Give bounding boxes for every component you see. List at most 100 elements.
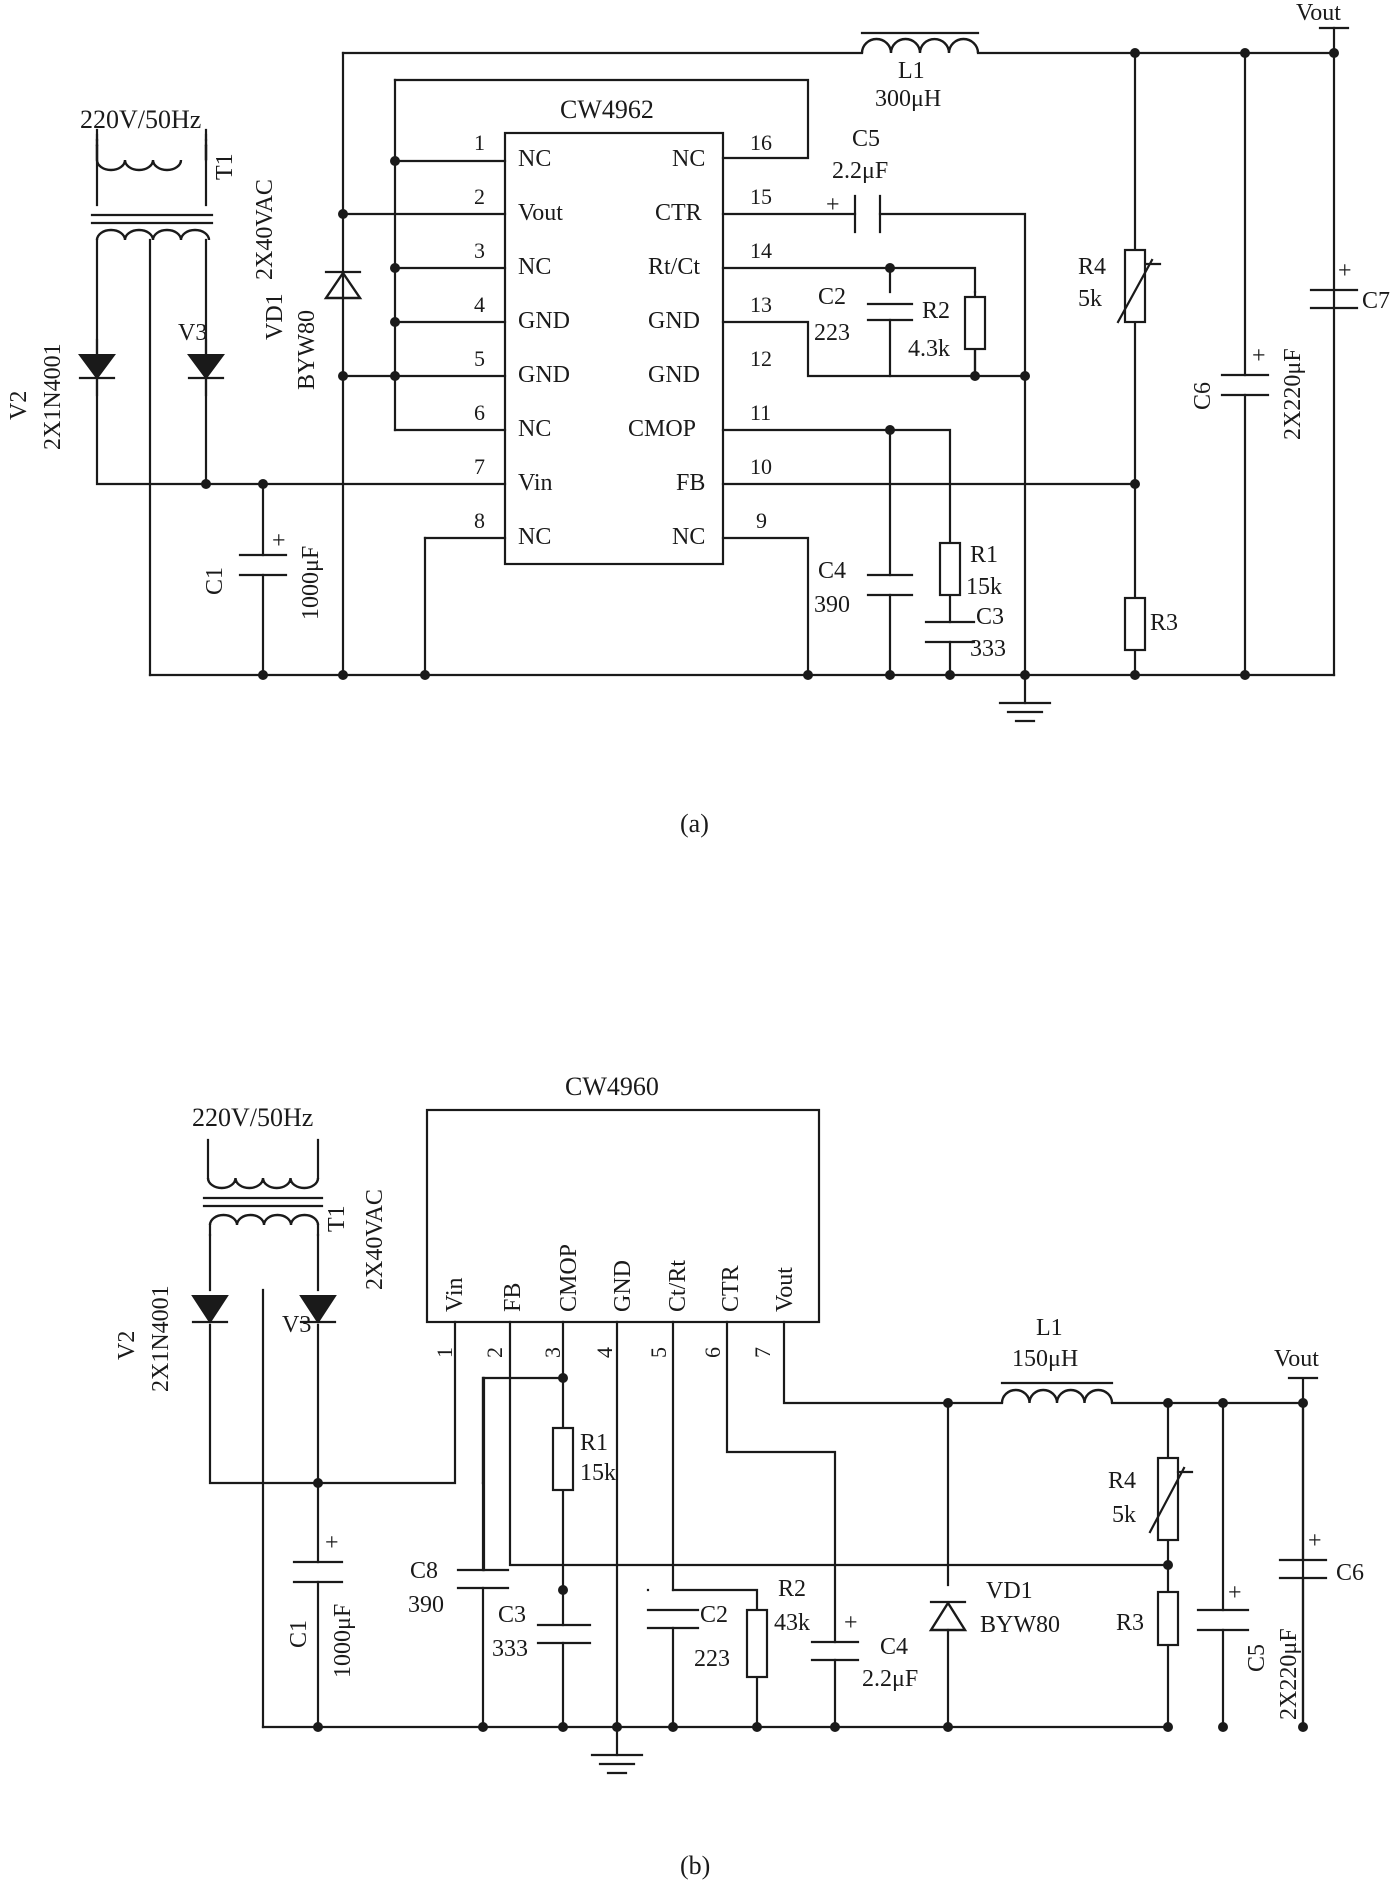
capacitor-c1-a bbox=[238, 553, 288, 577]
transformer-t1-a bbox=[90, 128, 214, 241]
schematic-b: CW4960 Vin FB CMOP GND Ct/Rt CTR Vout 1 … bbox=[114, 1072, 1364, 1880]
c7-label-a: C7 bbox=[1362, 288, 1390, 314]
c7-plus-a: + bbox=[1338, 258, 1352, 284]
capacitor-c3-b bbox=[536, 1623, 592, 1645]
c6-label-a: C6 bbox=[1190, 382, 1216, 410]
pin-b-7-num: 7 bbox=[750, 1347, 775, 1358]
ic-b-label: CW4960 bbox=[565, 1072, 659, 1101]
pin-b-1-num: 1 bbox=[432, 1347, 457, 1358]
c6-plus-b: + bbox=[1308, 1528, 1322, 1554]
vout-label-a: Vout bbox=[1296, 0, 1341, 26]
capacitor-c1-b bbox=[292, 1560, 344, 1584]
v3-label-b: V3 bbox=[282, 1312, 311, 1338]
l1-label-a: L1 bbox=[898, 58, 925, 84]
c3-value-b: 333 bbox=[492, 1636, 528, 1662]
l1-value-a: 300μH bbox=[875, 86, 941, 112]
c2-value-b: 223 bbox=[694, 1646, 730, 1672]
c6-value-a: 2X220μF bbox=[1280, 348, 1306, 440]
capacitor-c2-b bbox=[646, 1588, 700, 1630]
resistor-r1-a bbox=[938, 541, 962, 597]
pin-a-4-name: GND bbox=[518, 308, 570, 334]
pin-a-3-num: 3 bbox=[474, 238, 485, 263]
junctions-b bbox=[313, 1373, 1308, 1732]
pin-b-6-num: 6 bbox=[700, 1347, 725, 1358]
caption-a: (a) bbox=[680, 809, 709, 838]
r2-label-b: R2 bbox=[778, 1576, 806, 1602]
ic-cw4962 bbox=[503, 131, 725, 566]
capacitor-c3-a bbox=[924, 620, 976, 644]
vd1-value-b: BYW80 bbox=[980, 1612, 1060, 1638]
pin-a-14-name: Rt/Ct bbox=[648, 254, 700, 280]
v2-label-a: V2 bbox=[6, 391, 32, 420]
pin-a-5-name: GND bbox=[518, 362, 570, 388]
pin-b-5-num: 5 bbox=[646, 1347, 671, 1358]
pin-a-10-num: 10 bbox=[750, 454, 772, 479]
pin-a-12-num: 12 bbox=[750, 346, 772, 371]
r1-value-a: 15k bbox=[966, 574, 1002, 600]
c3-value-a: 333 bbox=[970, 636, 1006, 662]
t1-value-b: 2X40VAC bbox=[362, 1189, 388, 1290]
pin-a-3-name: NC bbox=[518, 254, 551, 280]
c4-value-b: 2.2μF bbox=[862, 1666, 918, 1692]
diode-vd1-a bbox=[323, 270, 363, 300]
l1-value-b: 150μH bbox=[1012, 1346, 1078, 1372]
c4-label-b: C4 bbox=[880, 1634, 908, 1660]
potentiometer-r4-a bbox=[1116, 248, 1162, 324]
l1-label-b: L1 bbox=[1036, 1315, 1063, 1341]
pin-b-3-name: CMOP bbox=[556, 1244, 582, 1312]
pin-a-6-num: 6 bbox=[474, 400, 485, 425]
vd1-label-a: VD1 bbox=[262, 293, 288, 340]
pin-a-8-num: 8 bbox=[474, 508, 485, 533]
diode-v3-a bbox=[187, 338, 225, 397]
vout-label-b: Vout bbox=[1274, 1346, 1319, 1372]
c2-value-a: 223 bbox=[814, 320, 850, 346]
v2-label-b: V2 bbox=[114, 1331, 140, 1360]
pin-a-10-name: FB bbox=[676, 470, 705, 496]
vd1-value-a: BYW80 bbox=[294, 310, 320, 390]
pin-b-2-num: 2 bbox=[482, 1347, 507, 1358]
pin-a-1-num: 1 bbox=[474, 130, 485, 155]
t1-label-b: T1 bbox=[324, 1205, 350, 1232]
pin-a-13-num: 13 bbox=[750, 292, 772, 317]
c1-label-b: C1 bbox=[286, 1620, 312, 1648]
wires-b bbox=[208, 1233, 1305, 1757]
resistor-r2-b bbox=[745, 1608, 769, 1679]
pin-a-8-name: NC bbox=[518, 524, 551, 550]
c5-plus-a: + bbox=[826, 192, 840, 218]
r1-label-b: R1 bbox=[580, 1430, 608, 1456]
c5-value-b: 2X220μF bbox=[1276, 1628, 1302, 1720]
pin-b-3-num: 3 bbox=[540, 1347, 565, 1358]
ic-a-right-pins: NC CTR Rt/Ct GND GND CMOP FB NC 16 15 14… bbox=[628, 130, 772, 550]
c3-label-a: C3 bbox=[976, 604, 1004, 630]
pin-a-9-name: NC bbox=[672, 524, 705, 550]
c1-value-a: 1000μF bbox=[298, 546, 324, 620]
ic-a-left-pins: NC Vout NC GND GND NC Vin NC 1 2 3 4 5 6… bbox=[474, 130, 570, 550]
mains-label-a: 220V/50Hz bbox=[80, 105, 201, 134]
c5-plus-b: + bbox=[1228, 1580, 1242, 1606]
inductor-l1-a bbox=[860, 31, 980, 54]
c6-plus-a: + bbox=[1252, 343, 1266, 369]
r4-value-b: 5k bbox=[1112, 1502, 1136, 1528]
v2-value-b: 2X1N4001 bbox=[148, 1285, 174, 1392]
r4-value-a: 5k bbox=[1078, 286, 1102, 312]
capacitor-c6-b bbox=[1278, 1558, 1328, 1580]
potentiometer-r4-b bbox=[1148, 1456, 1194, 1542]
ground-b bbox=[590, 1753, 644, 1775]
pin-a-11-name: CMOP bbox=[628, 416, 696, 442]
resistor-r3-a bbox=[1123, 596, 1147, 652]
pin-b-2-name: FB bbox=[500, 1283, 526, 1312]
c5-label-a: C5 bbox=[852, 126, 880, 152]
diode-v2-b bbox=[191, 1295, 229, 1324]
mains-label-b: 220V/50Hz bbox=[192, 1103, 313, 1132]
pin-a-1-name: NC bbox=[518, 146, 551, 172]
pin-a-15-name: CTR bbox=[655, 200, 702, 226]
schematic-a: CW4962 NC Vout NC GND GND NC Vin NC 1 2 … bbox=[6, 0, 1390, 838]
pin-a-16-name: NC bbox=[672, 146, 705, 172]
pin-b-4-num: 4 bbox=[592, 1347, 617, 1358]
pin-a-15-num: 15 bbox=[750, 184, 772, 209]
r3-label-a: R3 bbox=[1150, 610, 1178, 636]
c4-plus-b: + bbox=[844, 1610, 858, 1636]
pin-a-16-num: 16 bbox=[750, 130, 772, 155]
c5-label-b: C5 bbox=[1244, 1644, 1270, 1672]
pin-b-1-name: Vin bbox=[442, 1277, 468, 1312]
